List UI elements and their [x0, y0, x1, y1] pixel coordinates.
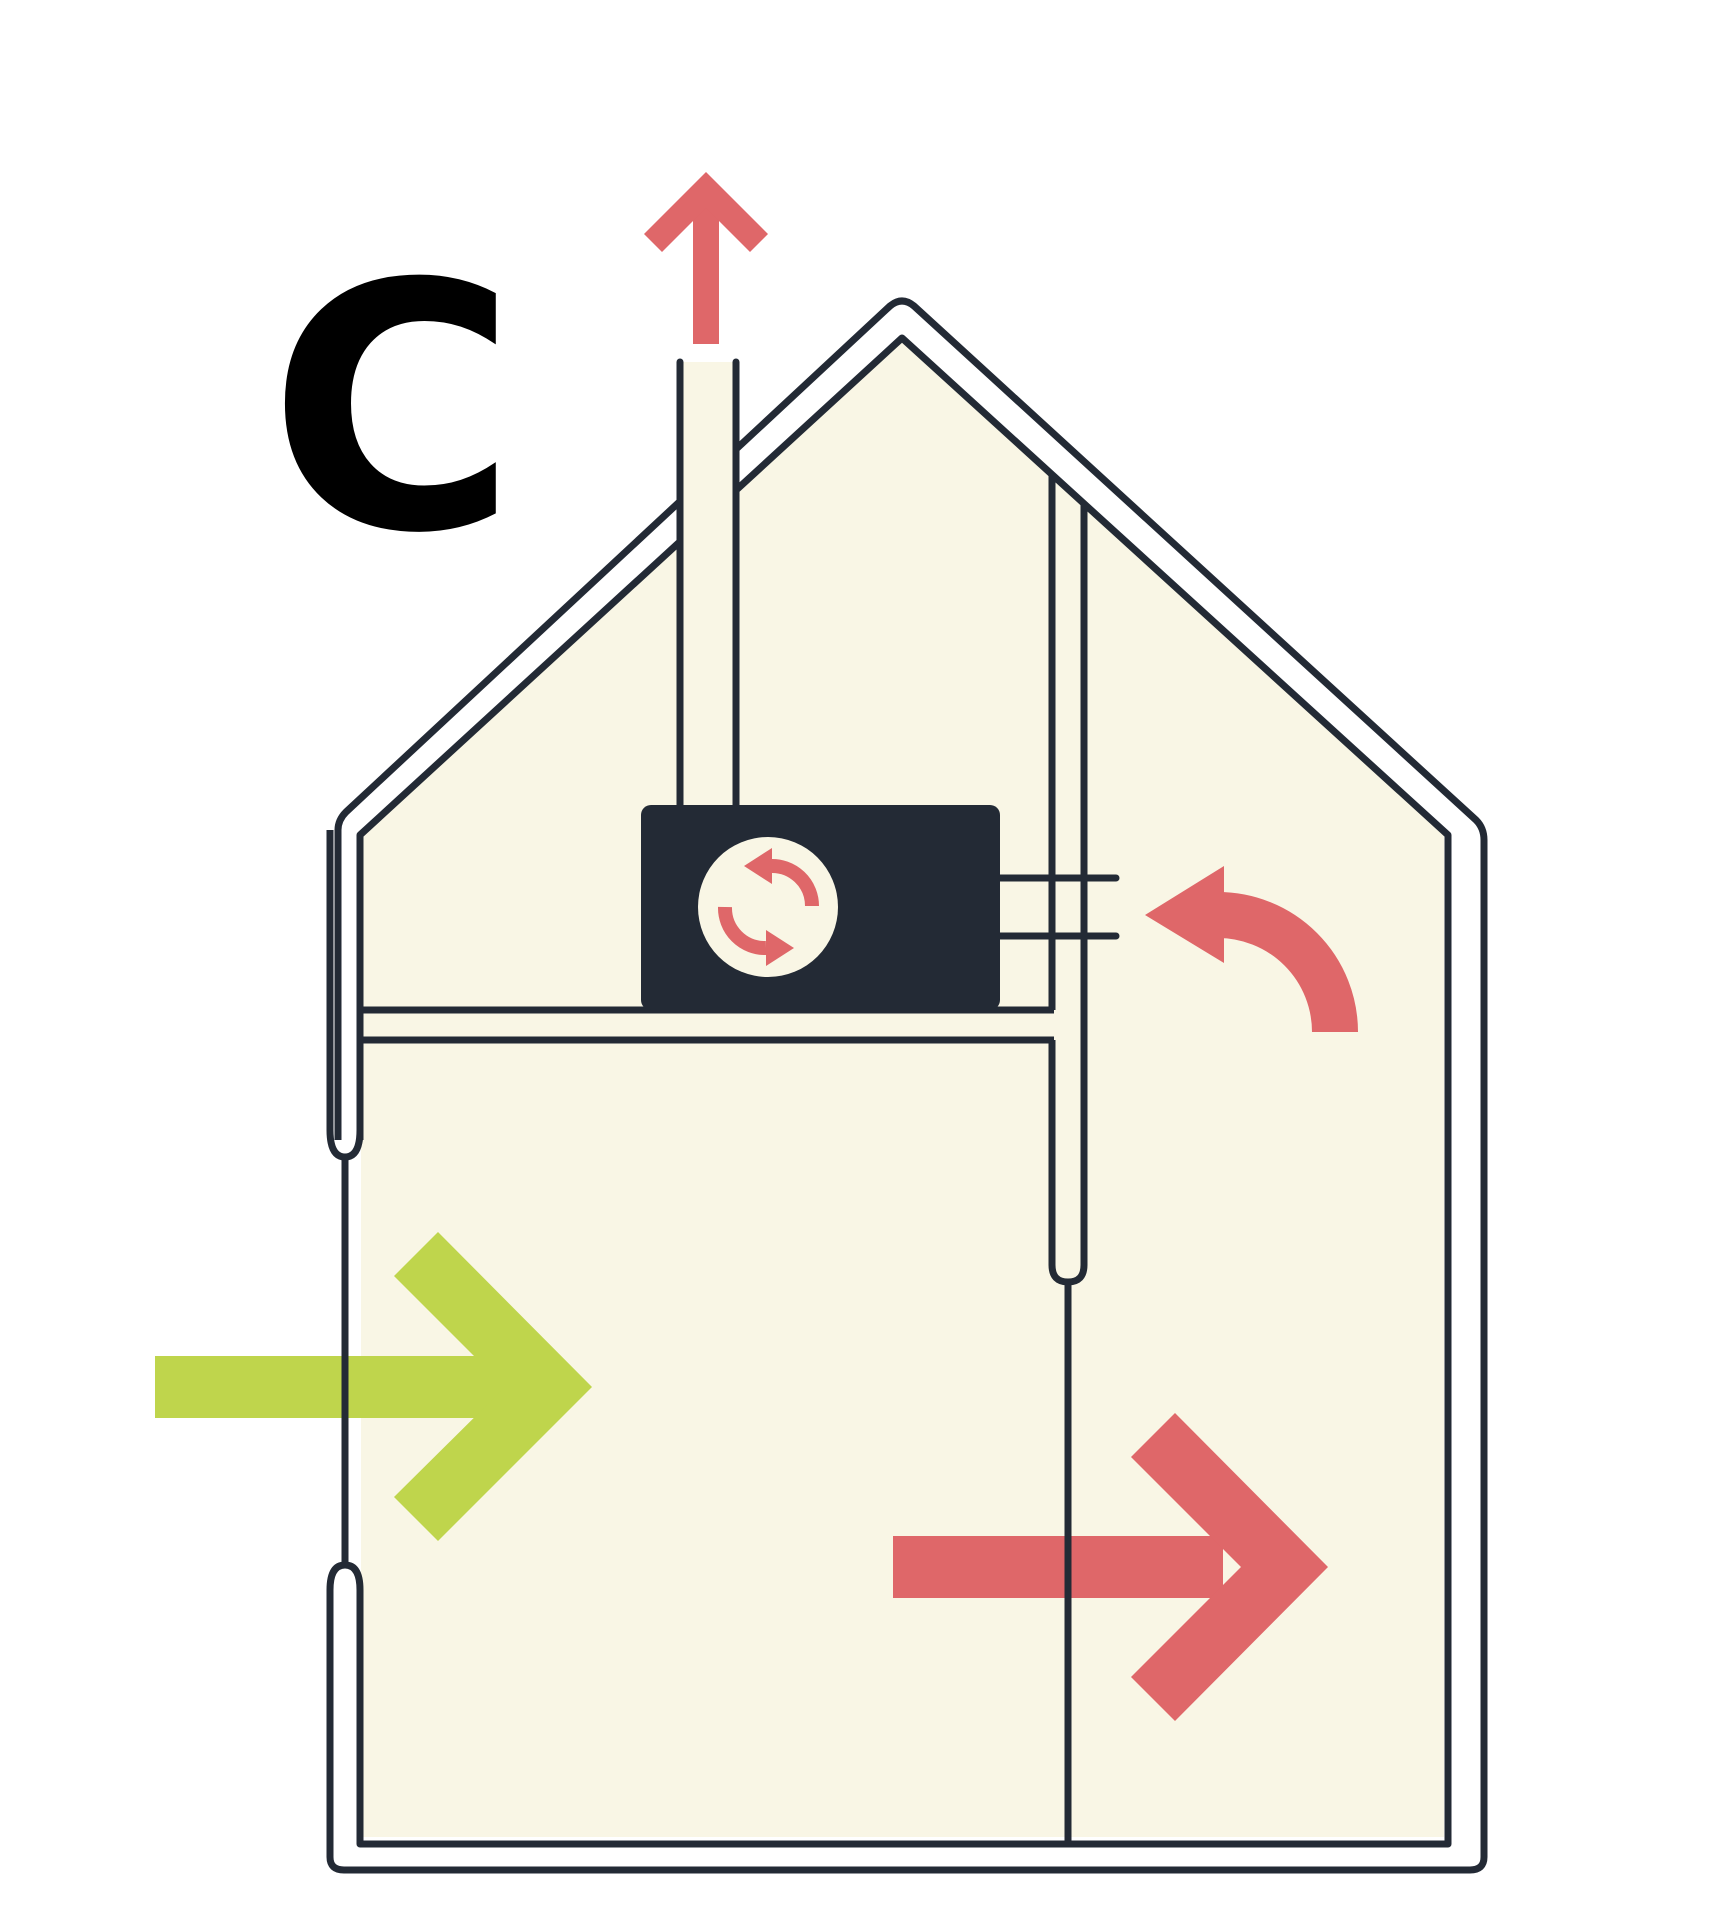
fresh-air-arrow-head [394, 1232, 592, 1541]
exhaust-duct [676, 358, 740, 814]
cycle-arrow-top [769, 858, 820, 907]
exhaust-duct-fill [680, 362, 736, 812]
diagram-label: C [268, 212, 518, 608]
left-wall-upper-cap [326, 830, 364, 1161]
cycle-arrowhead-top [744, 848, 772, 884]
extract-return-arrow [1145, 866, 1358, 1033]
extract-return-arrow-curve [1217, 892, 1358, 1033]
left-wall-lower-cap [326, 1561, 364, 1591]
exhaust-up-arrow [644, 172, 768, 344]
outer-wall-outer-line [326, 297, 1488, 1874]
outflow-arrow-shaft [893, 1536, 1223, 1598]
ventilation-unit [641, 805, 1000, 1010]
outflow-arrow-head [1131, 1413, 1328, 1721]
cycle-arrows-icon [718, 858, 820, 955]
extract-duct [992, 874, 1120, 940]
cycle-arrow-bottom [718, 906, 767, 955]
extract-return-arrow-head [1145, 866, 1224, 963]
exhaust-up-arrow-head [644, 172, 768, 252]
air-outflow-arrow [893, 1413, 1328, 1721]
outer-wall-inner-line [356, 334, 1452, 1848]
house-outer-wall [326, 297, 1488, 1874]
cycle-arrowhead-bottom [766, 930, 794, 966]
exhaust-up-arrow-shaft [693, 202, 719, 344]
